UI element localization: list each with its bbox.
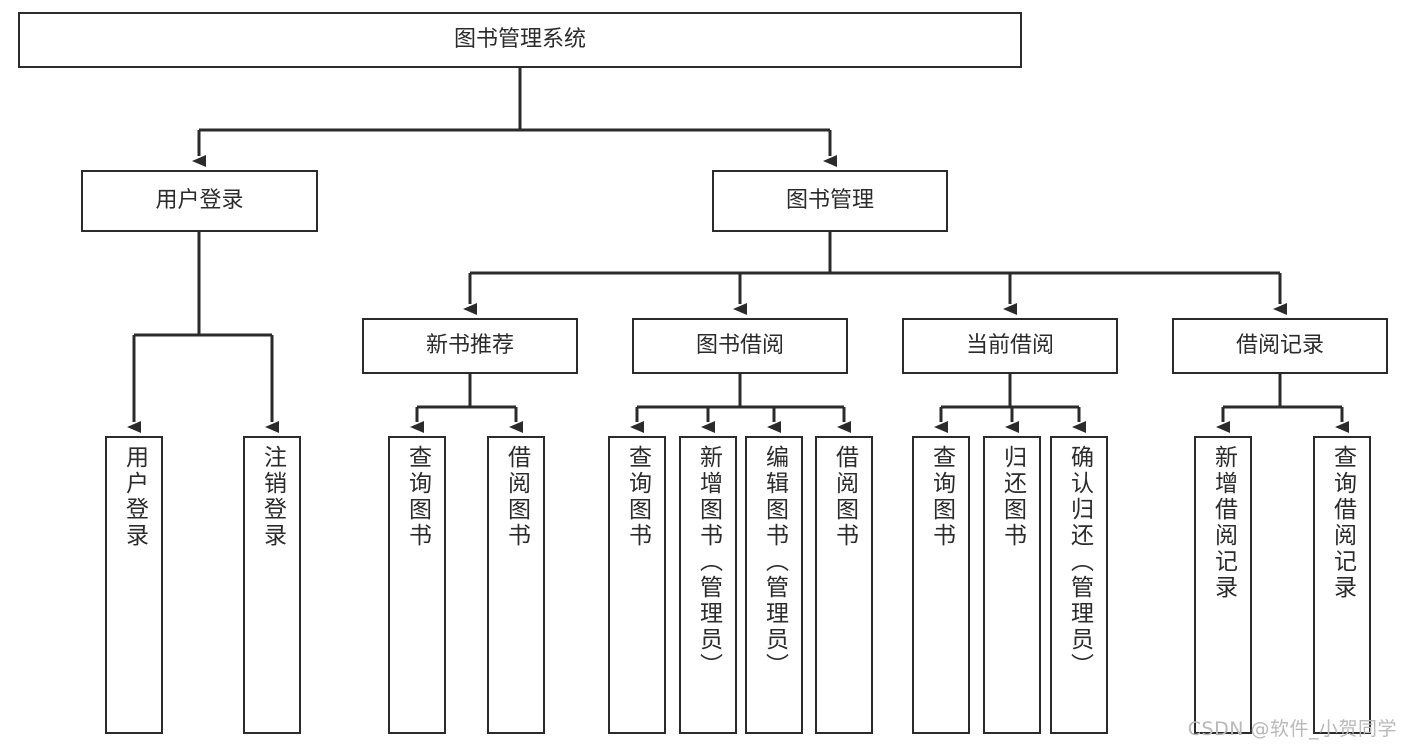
node-leaf-user-logout[interactable]: 注销登录 [243,436,301,734]
node-borrow-record[interactable]: 借阅记录 [1172,318,1388,374]
node-current-borrow[interactable]: 当前借阅 [902,318,1118,374]
node-user-login[interactable]: 用户登录 [81,170,318,232]
node-leaf-add-book-admin[interactable]: 新增图书（管理员） [679,436,737,734]
node-leaf-return-book[interactable]: 归还图书 [983,436,1041,734]
node-new-book-recommend[interactable]: 新书推荐 [362,318,578,374]
node-root-system[interactable]: 图书管理系统 [18,12,1022,68]
node-label: 查询图书 [404,445,431,549]
node-label: 编辑图书（管理员） [761,445,788,679]
node-leaf-add-borrow-record[interactable]: 新增借阅记录 [1194,436,1252,734]
node-label: 注销登录 [259,445,286,549]
node-leaf-query-book-current[interactable]: 查询图书 [912,436,970,734]
node-label: 图书管理 [785,188,874,213]
node-label: 借阅图书 [503,445,530,549]
node-label: 借阅图书 [831,445,858,549]
node-label: 新书推荐 [425,333,514,358]
node-leaf-borrow-book[interactable]: 借阅图书 [815,436,873,734]
node-label: 查询图书 [624,445,651,549]
node-label: 确认归还（管理员） [1066,445,1093,679]
node-book-management[interactable]: 图书管理 [712,170,948,232]
node-leaf-user-login[interactable]: 用户登录 [105,436,163,734]
node-label: 查询借阅记录 [1329,445,1356,601]
node-label: 查询图书 [928,445,955,549]
node-label: 归还图书 [999,445,1026,549]
node-leaf-query-borrow-record[interactable]: 查询借阅记录 [1313,436,1371,734]
node-label: 新增借阅记录 [1210,445,1237,601]
node-leaf-borrow-book-new[interactable]: 借阅图书 [487,436,545,734]
node-leaf-query-book-new[interactable]: 查询图书 [388,436,446,734]
node-leaf-edit-book-admin[interactable]: 编辑图书（管理员） [745,436,803,734]
node-label: 图书管理系统 [453,27,586,52]
watermark-text: CSDN @软件_小贺同学 [1187,718,1397,740]
node-label: 当前借阅 [965,333,1054,358]
node-leaf-confirm-return-admin[interactable]: 确认归还（管理员） [1050,436,1108,734]
node-label: 用户登录 [155,188,244,213]
node-book-borrow[interactable]: 图书借阅 [632,318,848,374]
node-label: 用户登录 [121,445,148,549]
node-label: 新增图书（管理员） [695,445,722,679]
node-label: 借阅记录 [1235,333,1324,358]
node-label: 图书借阅 [695,333,784,358]
node-leaf-query-book-borrow[interactable]: 查询图书 [608,436,666,734]
